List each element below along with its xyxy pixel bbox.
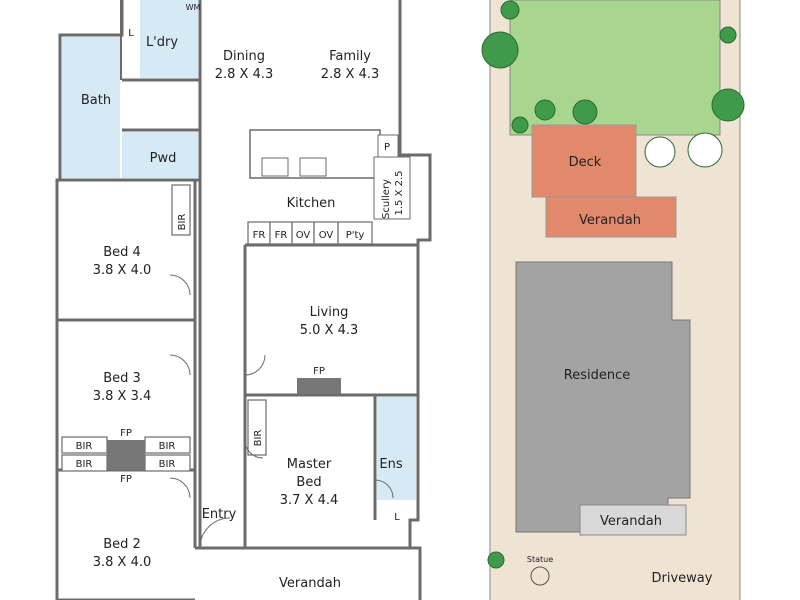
appliance-strip: [247, 221, 373, 245]
bir-label-1: BIR: [76, 441, 93, 452]
room-name-kitchen: Kitchen: [287, 196, 336, 211]
room-name-dining: Dining: [223, 49, 265, 64]
room-name-master-2: Bed: [296, 475, 321, 490]
room-name-family: Family: [329, 49, 371, 64]
laundry-wm-label: WM: [186, 3, 201, 12]
sink: [299, 157, 327, 177]
bir-label-2: BIR: [76, 459, 93, 470]
bath-tiles: [62, 37, 120, 178]
appliance-fr-2: FR: [275, 230, 288, 241]
room-name-bath: Bath: [81, 93, 111, 108]
shrub-outline-icon: [644, 136, 676, 168]
appliance-ov-2: OV: [319, 230, 334, 241]
tree-icon: [719, 26, 737, 44]
scullery-name: Scullery: [381, 179, 392, 219]
appliance-ov-1: OV: [296, 230, 311, 241]
laundry-tiles: [140, 0, 198, 78]
room-size-living: 5.0 X 4.3: [300, 323, 359, 338]
verandah-front-shape: [579, 504, 687, 536]
pantry-p-label: P: [384, 142, 390, 153]
tree-icon: [481, 31, 519, 69]
room-name-entry: Entry: [202, 507, 237, 522]
tree-icon: [511, 116, 529, 134]
room-name-bed4: Bed 4: [103, 245, 141, 260]
room-name-verandah: Verandah: [279, 576, 341, 591]
fp-label-bed3: FP: [120, 428, 132, 439]
powder-tiles: [122, 132, 198, 178]
residence-shape: [515, 261, 691, 533]
bir-label-3: BIR: [159, 441, 176, 452]
room-size-dining: 2.8 X 4.3: [215, 67, 274, 82]
site-plan: [489, 0, 741, 600]
bir-box-master: [247, 399, 267, 456]
room-name-master: Master: [287, 457, 332, 472]
site-label-driveway: Driveway: [652, 571, 713, 586]
trees: [481, 0, 745, 569]
bir-box-bed4: [171, 184, 191, 236]
laundry-wall: [120, 0, 122, 80]
fireplace-living: [297, 378, 341, 394]
room-size-bed4: 3.8 X 4.0: [93, 263, 152, 278]
scullery-box: [373, 156, 411, 220]
tree-icon: [572, 99, 598, 125]
cooktop: [261, 157, 289, 177]
tree-icon: [500, 0, 520, 20]
statue-icon: [530, 566, 550, 586]
room-size-master: 3.7 X 4.4: [280, 493, 339, 508]
room-name-bed2: Bed 2: [103, 537, 141, 552]
appliance-fr-1: FR: [253, 230, 266, 241]
room-name-powder: Pwd: [150, 151, 177, 166]
fireplace-bedrooms: [107, 440, 145, 470]
site-label-verandah-front: Verandah: [600, 514, 662, 529]
room-name-ensuite: Ens: [379, 457, 402, 472]
site-label-statue: Statue: [527, 555, 553, 564]
fp-label-living: FP: [313, 366, 325, 377]
room-size-family: 2.8 X 4.3: [321, 67, 380, 82]
room-name-bed3: Bed 3: [103, 371, 141, 386]
ensuite-tiles: [377, 397, 416, 500]
site-label-deck: Deck: [569, 155, 602, 170]
scullery-size: 1.5 X 2.5: [394, 170, 405, 215]
room-size-bed3: 3.8 X 3.4: [93, 389, 152, 404]
floor-plan: [55, 0, 432, 600]
site-label-verandah-rear: Verandah: [579, 213, 641, 228]
deck-shape: [531, 124, 637, 198]
site-label-residence: Residence: [564, 368, 630, 383]
fp-label-bed2: FP: [120, 474, 132, 485]
room-size-bed2: 3.8 X 4.0: [93, 555, 152, 570]
door-swings: [169, 274, 394, 549]
tree-icon: [711, 88, 745, 122]
tree-outline-icon: [687, 132, 723, 168]
tree-icon: [487, 551, 505, 569]
outer-wall-east: [398, 0, 432, 600]
bir-label-4: BIR: [159, 459, 176, 470]
tree-icon: [534, 99, 556, 121]
laundry-l-label: L: [128, 28, 134, 39]
room-name-laundry: L'dry: [146, 35, 178, 50]
verandah-rear-shape: [545, 196, 677, 238]
bed4-bir-label: BIR: [177, 214, 188, 231]
room-name-living: Living: [310, 305, 349, 320]
appliance-pantry: P'ty: [346, 230, 365, 241]
master-bir-label: BIR: [253, 430, 264, 447]
labels: Dining 2.8 X 4.3 Family 2.8 X 4.3 L'dry …: [76, 3, 713, 591]
ensuite-l-label: L: [394, 512, 400, 523]
